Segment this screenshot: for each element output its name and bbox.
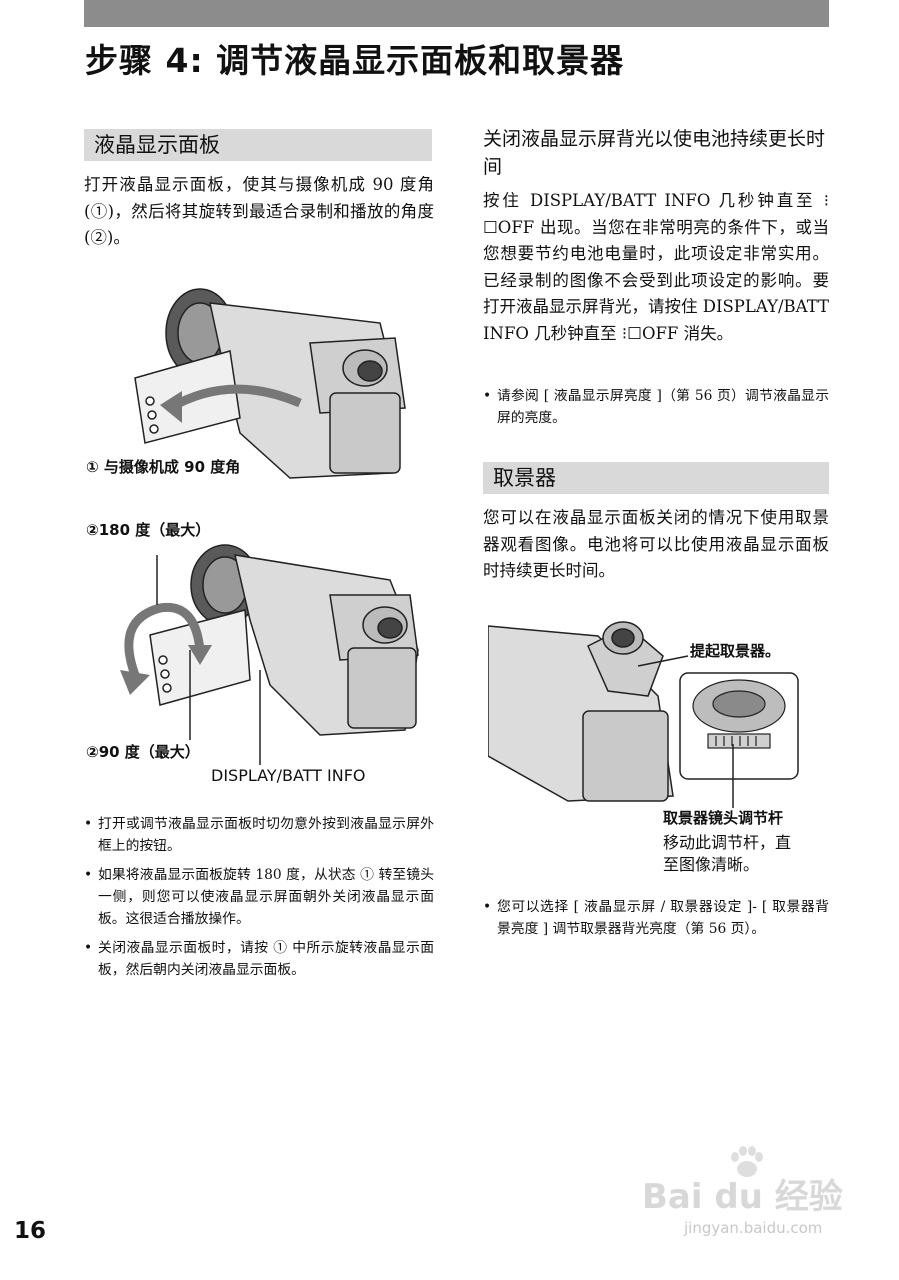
camcorder-rotate-illustration xyxy=(120,544,419,765)
caption-lever-title: 取景器镜头调节杆 xyxy=(663,809,784,827)
page-number: 16 xyxy=(14,1218,47,1244)
lcd-section-heading: 液晶显示面板 xyxy=(84,129,432,161)
watermark-url: jingyan.baidu.com xyxy=(684,1219,823,1237)
caption-lever-line1: 移动此调节杆，直 xyxy=(663,833,792,852)
caption-display-batt-info: DISPLAY/BATT INFO xyxy=(211,766,366,785)
viewfinder-section-text: 您可以在液晶显示面板关闭的情况下使用取景器观看图像。电池将可以比使用液晶显示面板… xyxy=(483,508,829,580)
backlight-notes-list: 请参阅 [ 液晶显示屏亮度 ]（第 56 页）调节液晶显示屏的亮度。 xyxy=(483,385,829,436)
caption-rotate-90: ②90 度（最大） xyxy=(86,743,200,761)
lcd-section-text: 打开液晶显示面板，使其与摄像机成 90 度角 (①)，然后将其旋转到最适合录制和… xyxy=(84,175,434,247)
watermark-brand: Bai du 经验 xyxy=(642,1177,843,1217)
camcorder-open-illustration xyxy=(134,288,406,479)
caption-lift-viewfinder: 提起取景器。 xyxy=(690,642,781,660)
header-bar xyxy=(84,0,829,27)
backlight-section-heading: 关闭液晶显示屏背光以使电池持续更长时间 xyxy=(483,128,826,178)
viewfinder-section-heading: 取景器 xyxy=(483,462,829,494)
list-item: 打开或调节液晶显示面板时切勿意外按到液晶显示屏外框上的按钮。 xyxy=(84,813,434,857)
list-item: 关闭液晶显示面板时，请按 ① 中所示旋转液晶显示面板，然后朝内关闭液晶显示面板。 xyxy=(84,937,434,981)
page-title: 步骤 4: 调节液晶显示面板和取景器 xyxy=(85,41,625,80)
viewfinder-notes-list: 您可以选择 [ 液晶显示屏 / 取景器设定 ]- [ 取景器背景亮度 ] 调节取… xyxy=(483,896,829,947)
caption-lever-line2: 至图像清晰。 xyxy=(663,855,760,874)
list-item: 请参阅 [ 液晶显示屏亮度 ]（第 56 页）调节液晶显示屏的亮度。 xyxy=(483,385,829,429)
lcd-notes-list: 打开或调节液晶显示面板时切勿意外按到液晶显示屏外框上的按钮。 如果将液晶显示面板… xyxy=(84,813,434,988)
backlight-section-text: 按住 DISPLAY/BATT INFO 几秒钟直至 ⁝☐OFF 出现。当您在非… xyxy=(483,191,830,343)
caption-open-90: ① 与摄像机成 90 度角 xyxy=(86,458,241,476)
paw-icon xyxy=(731,1146,763,1177)
list-item: 如果将液晶显示面板旋转 180 度，从状态 ① 转至镜头一侧，则您可以使液晶显示… xyxy=(84,864,434,930)
caption-rotate-180: ②180 度（最大） xyxy=(86,521,211,539)
viewfinder-illustration xyxy=(488,621,799,808)
list-item: 您可以选择 [ 液晶显示屏 / 取景器设定 ]- [ 取景器背景亮度 ] 调节取… xyxy=(483,896,829,940)
baidu-watermark: Bai du 经验 jingyan.baidu.com xyxy=(638,1145,848,1245)
